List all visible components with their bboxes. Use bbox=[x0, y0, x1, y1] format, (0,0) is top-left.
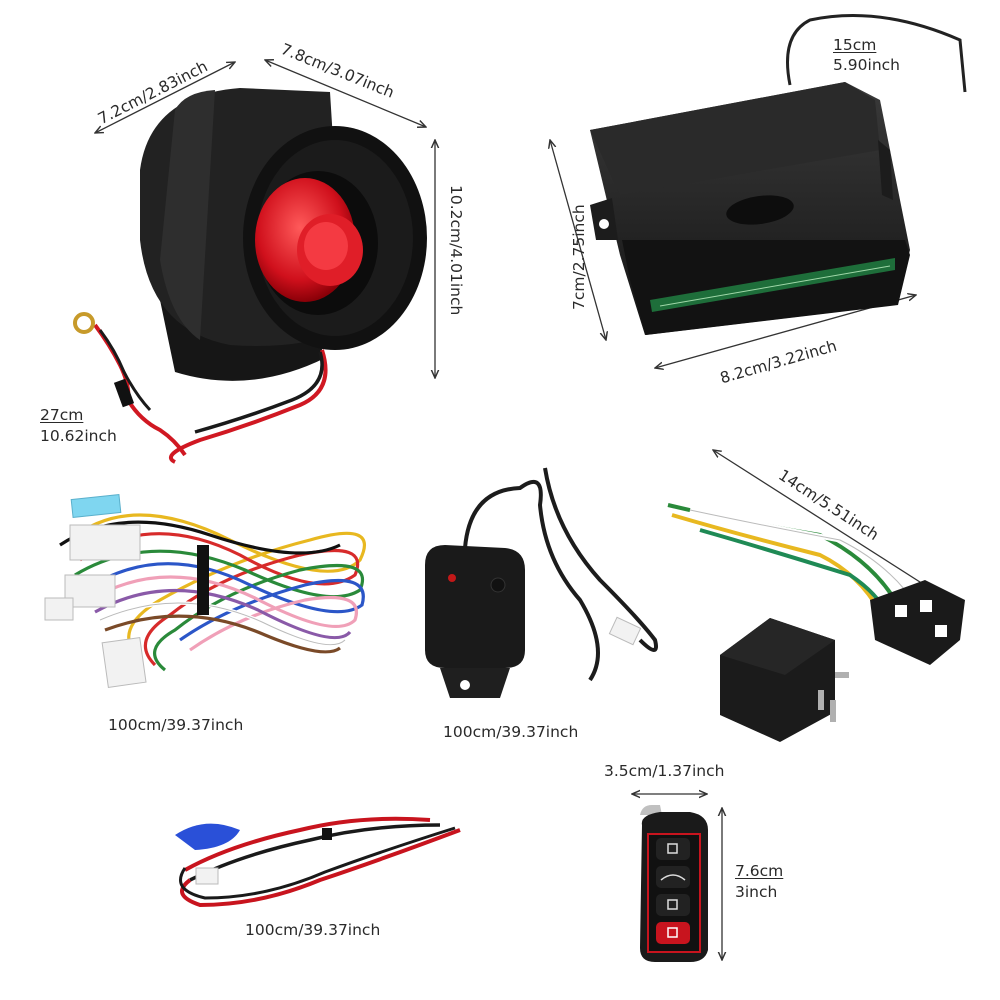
relay bbox=[667, 503, 965, 742]
siren-height-label: 10.2cm/4.01inch bbox=[447, 185, 465, 316]
antenna-imperial-label: 5.90inch bbox=[833, 56, 900, 74]
led-cable-length-label: 100cm/39.37inch bbox=[245, 921, 381, 939]
remote-height-imperial-label: 3inch bbox=[735, 883, 778, 901]
remote-height-metric-label: 7.6cm bbox=[735, 862, 784, 880]
siren bbox=[73, 88, 427, 464]
siren-wire-imperial-label: 10.62inch bbox=[40, 427, 117, 445]
harness-length-label: 100cm/39.37inch bbox=[108, 716, 244, 734]
remote-key-fob bbox=[640, 805, 708, 962]
remote-width-label: 3.5cm/1.37inch bbox=[604, 762, 725, 780]
sensor-length-label: 100cm/39.37inch bbox=[443, 723, 579, 741]
module-height-label: 7cm/2.75inch bbox=[570, 204, 588, 310]
shock-sensor bbox=[425, 467, 658, 698]
led-cable bbox=[175, 816, 461, 908]
control-module bbox=[590, 14, 967, 335]
wire-harness bbox=[44, 493, 366, 688]
dimension-lines bbox=[95, 60, 945, 960]
siren-wire-metric-label: 27cm bbox=[40, 406, 84, 424]
antenna-metric-label: 15cm bbox=[833, 36, 877, 54]
